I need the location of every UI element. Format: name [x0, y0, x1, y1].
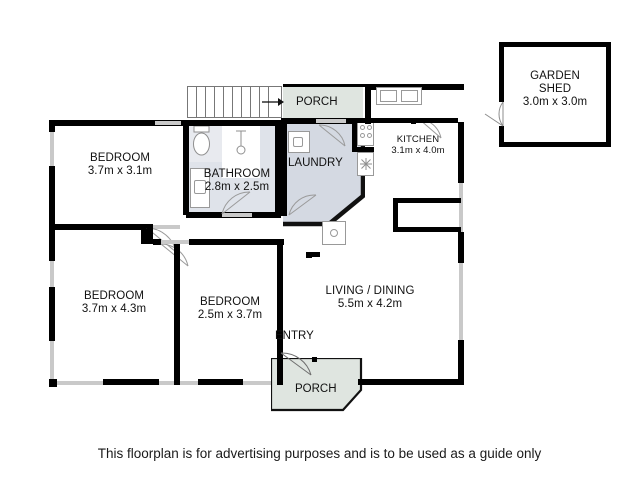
- window-kitchen-right: [459, 183, 463, 232]
- shower-head-icon: [236, 130, 246, 155]
- living-dining-label: LIVING / DINING 5.5m x 4.2m: [325, 285, 415, 310]
- porch-top-label: PORCH: [296, 96, 338, 108]
- wall-bottom-b: [198, 379, 243, 385]
- bedroom-2-label: BEDROOM 3.7m x 4.3m: [81, 290, 147, 315]
- laundry-door-swing-2-icon: [288, 194, 317, 216]
- wall-kitchen-bench-top: [371, 118, 416, 123]
- window-bedroom1-left: [50, 132, 54, 166]
- wall-left-a: [49, 120, 55, 132]
- garden-shed-label: GARDEN SHED 3.0m x 3.0m: [522, 70, 588, 108]
- wall-kitchen-left-mid: [352, 118, 357, 152]
- porch-top-floor: [283, 86, 363, 118]
- wall-left-c: [49, 287, 55, 341]
- bedroom-1-label: BEDROOM 3.7m x 3.1m: [87, 152, 153, 177]
- window-bottom-c: [243, 381, 272, 385]
- wall-bedroom1-bottom: [49, 224, 147, 230]
- bedroom-3-label: BEDROOM 2.5m x 3.7m: [197, 296, 263, 321]
- stair-direction-arrow-icon: [262, 98, 284, 106]
- porch-top-wall: [283, 84, 365, 87]
- wall-bedroom1-bottom-stub: [141, 224, 147, 244]
- wall-bathroom-top: [186, 120, 281, 126]
- disclaimer-caption: This floorplan is for advertising purpos…: [97, 446, 542, 461]
- wall-kitchen-bench-left: [393, 198, 398, 232]
- wall-bedroom3-living: [277, 244, 283, 385]
- wall-bottom-living: [358, 379, 464, 385]
- shed-wall-bottom: [499, 142, 611, 147]
- wall-right-d: [458, 340, 464, 385]
- shed-wall-top: [499, 42, 611, 47]
- shed-wall-left-lower: [499, 126, 504, 147]
- door-opening-bathroom: [222, 213, 252, 217]
- wall-top-bedroom1: [49, 120, 189, 126]
- wall-left-corner-bottom: [49, 379, 57, 387]
- wall-right-b: [458, 122, 464, 183]
- door-opening-bedroom3: [161, 240, 189, 244]
- bathroom-label: BATHROOM 2.8m x 2.5m: [203, 168, 271, 193]
- wall-kitchen-left-upper: [365, 84, 371, 124]
- wall-laundry-left: [281, 118, 287, 216]
- wall-bedroom1-right: [183, 120, 189, 215]
- snowflake-icon: [360, 158, 372, 170]
- wall-left-b: [49, 166, 55, 261]
- wall-bathroom-right: [275, 120, 281, 218]
- porch-front-shape: [271, 358, 363, 412]
- wall-right-c: [458, 232, 464, 263]
- window-bedroom1-top: [155, 121, 181, 125]
- porch-front-label: PORCH: [295, 383, 337, 395]
- toilet-icon: [193, 126, 210, 156]
- window-bedroom2-left: [50, 261, 54, 287]
- shed-wall-left-upper: [499, 42, 504, 102]
- door-opening-bedroom1: [147, 225, 180, 229]
- kitchen-label: KITCHEN 3.1m x 4.0m: [391, 134, 445, 156]
- laundry-door-swing-icon: [318, 124, 346, 147]
- wall-bedroom2-bedroom3: [174, 244, 180, 385]
- shed-wall-right: [606, 42, 611, 147]
- wall-bottom-a: [103, 379, 159, 385]
- window-bottom-a: [57, 381, 103, 385]
- window-living-right: [459, 263, 463, 340]
- shed-door-swing-icon: [484, 101, 504, 127]
- window-bedroom2-left2: [50, 341, 54, 379]
- garden-shed-interior: [501, 42, 609, 147]
- entry-door-swing-icon: [280, 352, 312, 376]
- door-opening-laundry-top: [316, 119, 346, 123]
- wall-hall-top: [189, 239, 284, 245]
- wall-kitchen-bench-bottom: [393, 198, 461, 203]
- laundry-label: LAUNDRY: [288, 157, 343, 169]
- bathroom-door-swing-icon: [221, 191, 251, 215]
- entry-label: ENTRY: [275, 330, 314, 342]
